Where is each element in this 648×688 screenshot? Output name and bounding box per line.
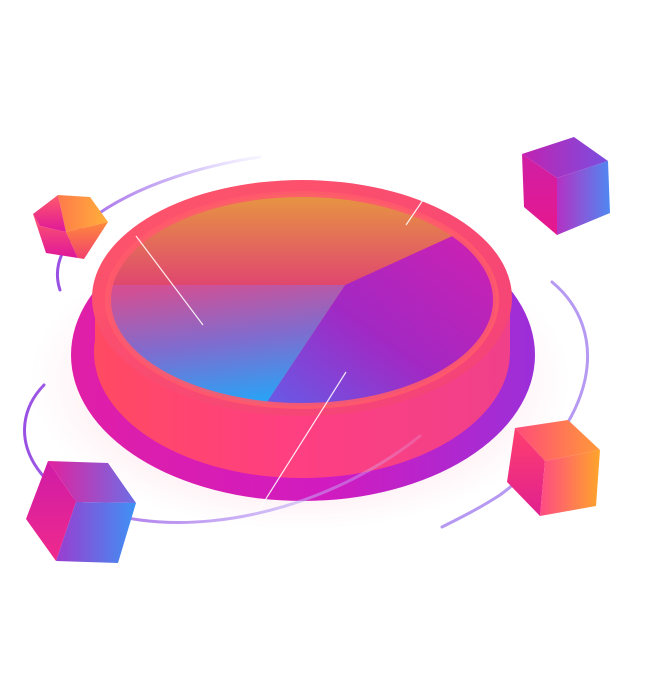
cube-bottom-left	[26, 461, 136, 563]
light-streak-2	[405, 199, 424, 226]
orbit-ring-upper	[56, 155, 262, 292]
cube-bottom-right	[507, 420, 600, 516]
cube-top-left	[33, 195, 108, 259]
orbit-ring-lower	[23, 383, 422, 524]
light-streak-1	[135, 235, 204, 326]
light-streak-3	[249, 371, 347, 525]
cube-top-right	[522, 137, 610, 235]
